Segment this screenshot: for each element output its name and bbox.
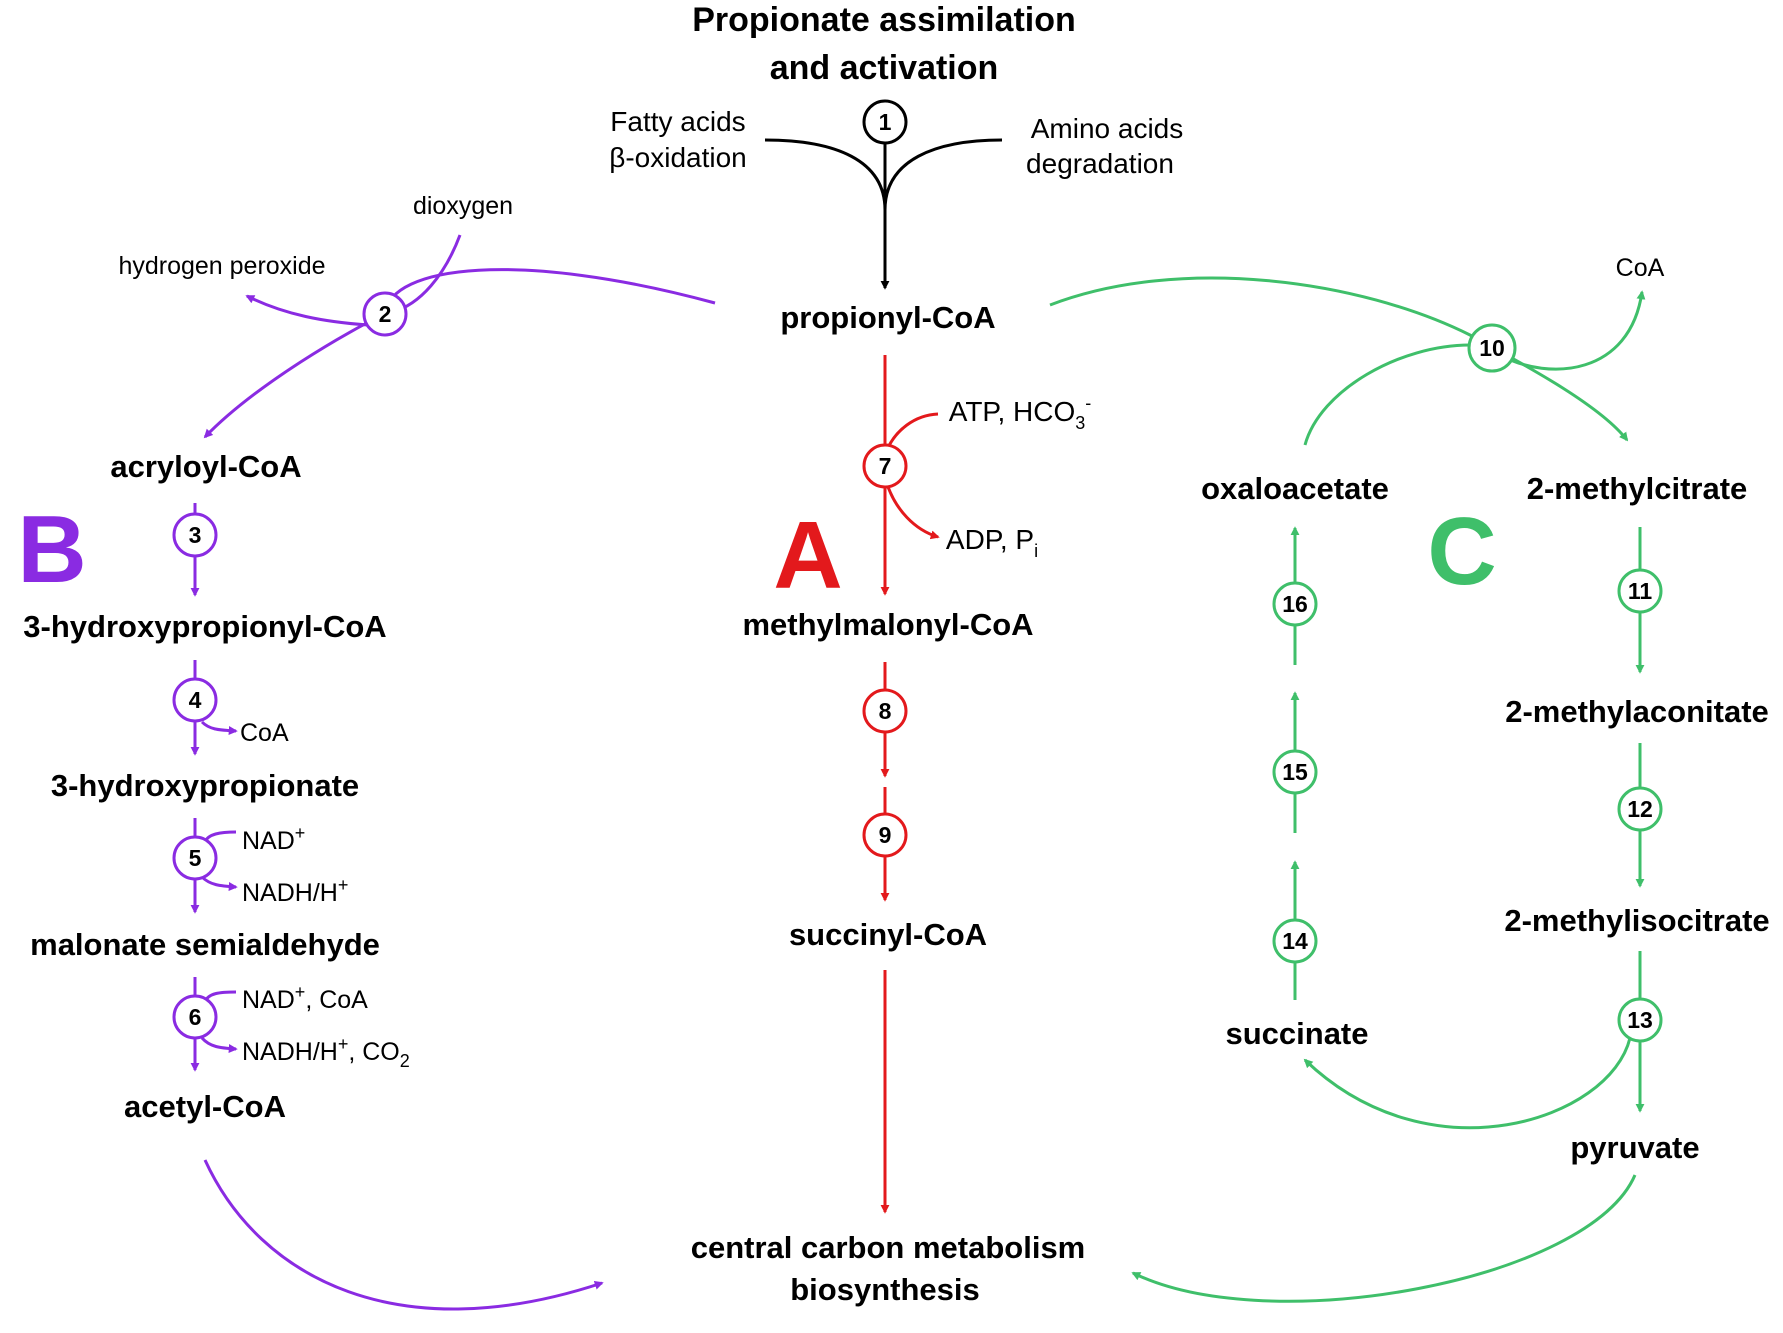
svg-text:16: 16 [1282, 591, 1308, 617]
malonate-semialdehyde-label: malonate semialdehyde [30, 927, 380, 962]
atp-bicarbonate-label: ATP, HCO3- [949, 393, 1092, 433]
degradation-label: degradation [1026, 148, 1174, 179]
central-carbon-metabolism-label: central carbon metabolism [691, 1230, 1086, 1265]
step-13: 13 [1617, 997, 1663, 1043]
step-14: 14 [1272, 918, 1318, 964]
adp-phosphate-label: ADP, Pi [946, 524, 1038, 561]
hydroxypropionyl-coa-label: 3-hydroxypropionyl-CoA [23, 609, 386, 644]
step-11: 11 [1617, 568, 1663, 614]
svg-text:13: 13 [1627, 1007, 1653, 1033]
fatty-acids-label: Fatty acids [610, 106, 745, 137]
dioxygen-label: dioxygen [413, 192, 513, 220]
methylmalonyl-coa-label: methylmalonyl-CoA [742, 607, 1033, 642]
step-5: 5 [172, 835, 218, 881]
step-2: 2 [362, 291, 408, 337]
svg-text:11: 11 [1628, 578, 1653, 604]
step-7: 7 [862, 443, 908, 489]
nadh-step5-label: NADH/H+ [242, 875, 348, 907]
svg-text:4: 4 [189, 687, 202, 713]
amino-acids-label: Amino acids [1031, 113, 1184, 144]
succinyl-coa-label: succinyl-CoA [789, 917, 987, 952]
hydrogen-peroxide-label: hydrogen peroxide [118, 252, 325, 280]
svg-text:9: 9 [879, 822, 892, 848]
nadh-co2-step6-label: NADH/H+, CO2 [242, 1034, 410, 1071]
methylcitrate-label: 2-methylcitrate [1527, 471, 1748, 506]
step-6: 6 [172, 994, 218, 1040]
title-line-1: Propionate assimilation [692, 1, 1076, 39]
step-3: 3 [172, 512, 218, 558]
svg-text:2: 2 [379, 301, 392, 327]
step-15: 15 [1272, 749, 1318, 795]
step-9: 9 [862, 812, 908, 858]
step-1: 1 [862, 99, 908, 145]
coa-step10-label: CoA [1616, 254, 1665, 282]
nad-step5-label: NAD+ [242, 823, 305, 855]
svg-text:6: 6 [189, 1004, 202, 1030]
acryloyl-coa-label: acryloyl-CoA [110, 449, 301, 484]
step-16: 16 [1272, 581, 1318, 627]
hydroxypropionate-label: 3-hydroxypropionate [51, 768, 359, 803]
oxaloacetate-label: oxaloacetate [1201, 471, 1389, 506]
svg-text:5: 5 [189, 845, 202, 871]
step-8: 8 [862, 688, 908, 734]
nad-coa-step6-label: NAD+, CoA [242, 982, 368, 1014]
step-10: 10 [1467, 323, 1517, 373]
step-circles: 1 2 3 4 5 6 7 8 9 10 11 12 13 14 15 16 [172, 99, 1663, 1043]
svg-text:14: 14 [1282, 928, 1308, 954]
acetyl-coa-label: acetyl-CoA [124, 1089, 286, 1124]
methylaconitate-label: 2-methylaconitate [1505, 694, 1769, 729]
svg-text:8: 8 [879, 698, 892, 724]
svg-text:12: 12 [1627, 796, 1653, 822]
svg-text:10: 10 [1479, 335, 1505, 361]
input-arrows [764, 138, 1003, 290]
propionyl-coa-label: propionyl-CoA [780, 300, 995, 335]
pathway-b-letter: B [17, 496, 86, 603]
coa-step4-label: CoA [240, 719, 289, 747]
pathway-a-letter: A [773, 502, 842, 609]
pathway-c-letter: C [1427, 498, 1496, 605]
methylisocitrate-label: 2-methylisocitrate [1504, 903, 1769, 938]
svg-text:7: 7 [879, 453, 892, 479]
title-line-2: and activation [770, 49, 999, 87]
beta-oxidation-label: β-oxidation [609, 142, 747, 173]
succinate-label: succinate [1225, 1016, 1368, 1051]
pyruvate-label: pyruvate [1570, 1130, 1699, 1165]
step-4: 4 [172, 677, 218, 723]
svg-text:1: 1 [879, 109, 892, 135]
pathway-c-arrows [1049, 276, 1646, 1303]
step-12: 12 [1617, 786, 1663, 832]
svg-text:15: 15 [1282, 759, 1308, 785]
biosynthesis-label: biosynthesis [790, 1272, 980, 1307]
svg-text:3: 3 [189, 522, 202, 548]
